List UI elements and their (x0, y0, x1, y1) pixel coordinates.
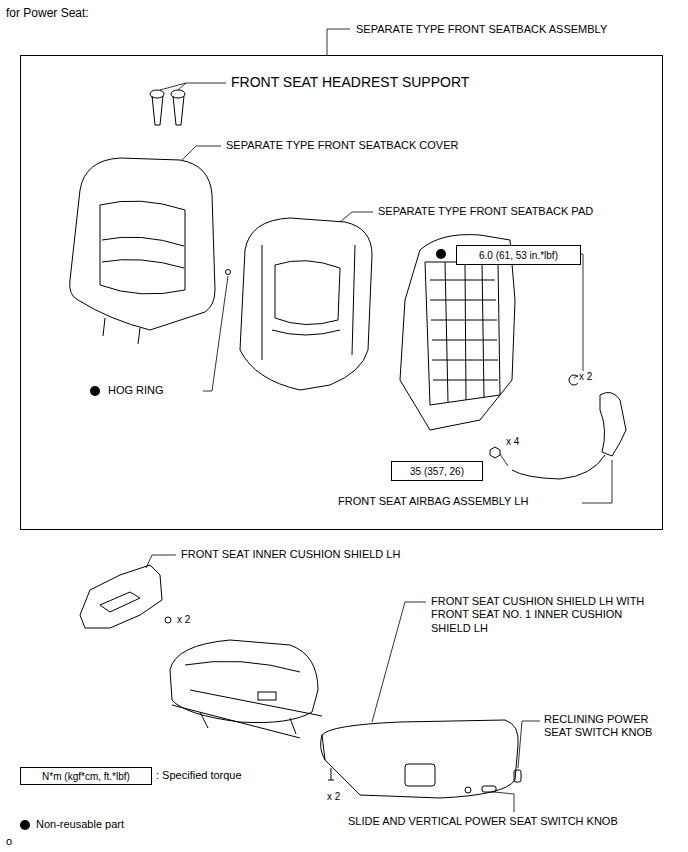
seatback-pad (240, 218, 372, 390)
part-name: HOG RING (107, 384, 165, 397)
leader-lines (561, 254, 583, 378)
seatback-cover (100, 201, 185, 294)
seatback-frame (430, 280, 498, 380)
seat-airbag (600, 392, 626, 456)
part-name: SEPARATE TYPE FRONT SEATBACK COVER (225, 139, 459, 152)
part-name: FRONT SEAT HEADREST SUPPORT (230, 74, 470, 91)
cushion-shield (322, 720, 518, 798)
torque-value: N*m (kgf*cm, ft.*lbf) (42, 771, 130, 783)
headrest-support (173, 96, 184, 125)
seatback-frame (445, 262, 484, 402)
cushion-shield (405, 764, 435, 786)
page-mark: o (5, 835, 13, 848)
cushion-shield (465, 787, 471, 793)
seatback-pad (275, 261, 340, 325)
inner-cushion-shield (100, 592, 140, 612)
part-name: FRONT SEAT AIRBAG ASSEMBLY LH (337, 495, 529, 508)
torque-box: 35 (357, 26) (391, 461, 483, 481)
leader-lines (160, 83, 226, 90)
seatback-cover (103, 318, 140, 344)
part-name: SEPARATE TYPE FRONT SEATBACK PAD (377, 205, 594, 218)
legend-text: : Specified torque (155, 769, 243, 782)
cushion-shield (514, 770, 521, 782)
leader-lines (203, 276, 228, 391)
headrest-support (150, 90, 185, 125)
seatback-cover (102, 237, 184, 268)
leader-lines (582, 460, 612, 503)
seat-cushion (258, 692, 276, 700)
non-reusable-dot (20, 820, 30, 830)
leader-lines (327, 29, 350, 55)
torque-value: 35 (357, 26) (410, 466, 464, 478)
quantity: x 4 (505, 436, 520, 448)
headrest-support (152, 96, 163, 125)
leader-lines (182, 146, 221, 160)
torque-box: 6.0 (61, 53 in.*lbf) (456, 245, 581, 265)
inner-cushion-shield (80, 565, 171, 628)
seatback-pad (240, 218, 372, 390)
cushion-shield (321, 720, 521, 798)
leader-lines (146, 29, 612, 812)
page-title: for Power Seat: (5, 6, 90, 21)
seatback-cover (70, 158, 231, 344)
quantity: x 2 (578, 371, 593, 383)
leader-lines (518, 721, 540, 768)
seat-cushion (185, 661, 300, 672)
part-name: FRONT SEAT INNER CUSHION SHIELD LH (180, 548, 401, 561)
cushion-shield (321, 735, 325, 760)
cushion-shield (328, 768, 334, 780)
cushion-shield (482, 786, 496, 792)
seatback-cover (226, 270, 231, 275)
seat-cushion (170, 640, 322, 738)
leader-lines (372, 602, 426, 722)
non-reusable-dot (90, 386, 100, 396)
leader-lines (340, 212, 373, 222)
inner-cushion-shield (80, 565, 162, 628)
legend-text: Non-reusable part (35, 818, 125, 831)
seatback-cover (70, 158, 215, 330)
torque-value: 6.0 (61, 53 in.*lbf) (479, 250, 558, 262)
seatback-pad (262, 245, 355, 360)
seat-cushion (172, 690, 322, 738)
leader-lines (500, 454, 508, 466)
seatback-frame (490, 447, 500, 458)
seatback-frame (425, 262, 500, 405)
seat-airbag (512, 392, 626, 479)
quantity: x 2 (176, 614, 191, 626)
seatback-frame (400, 235, 579, 458)
assembly-frame: SEPARATE TYPE FRONT SEATBACK ASSEMBLY6.0… (20, 55, 663, 530)
assembly-heading: SEPARATE TYPE FRONT SEATBACK ASSEMBLY (353, 23, 610, 36)
part-name: RECLINING POWER SEAT SWITCH KNOB (543, 713, 670, 740)
seat-airbag (512, 455, 605, 479)
non-reusable-dot (436, 249, 446, 259)
part-name: FRONT SEAT CUSHION SHIELD LH WITH FRONT … (430, 595, 647, 635)
quantity: x 2 (326, 791, 341, 803)
part-name: SLIDE AND VERTICAL POWER SEAT SWITCH KNO… (347, 815, 619, 828)
torque-legend-box: N*m (kgf*cm, ft.*lbf) (20, 767, 152, 785)
inner-cushion-shield (165, 617, 171, 623)
leader-lines (494, 792, 514, 812)
